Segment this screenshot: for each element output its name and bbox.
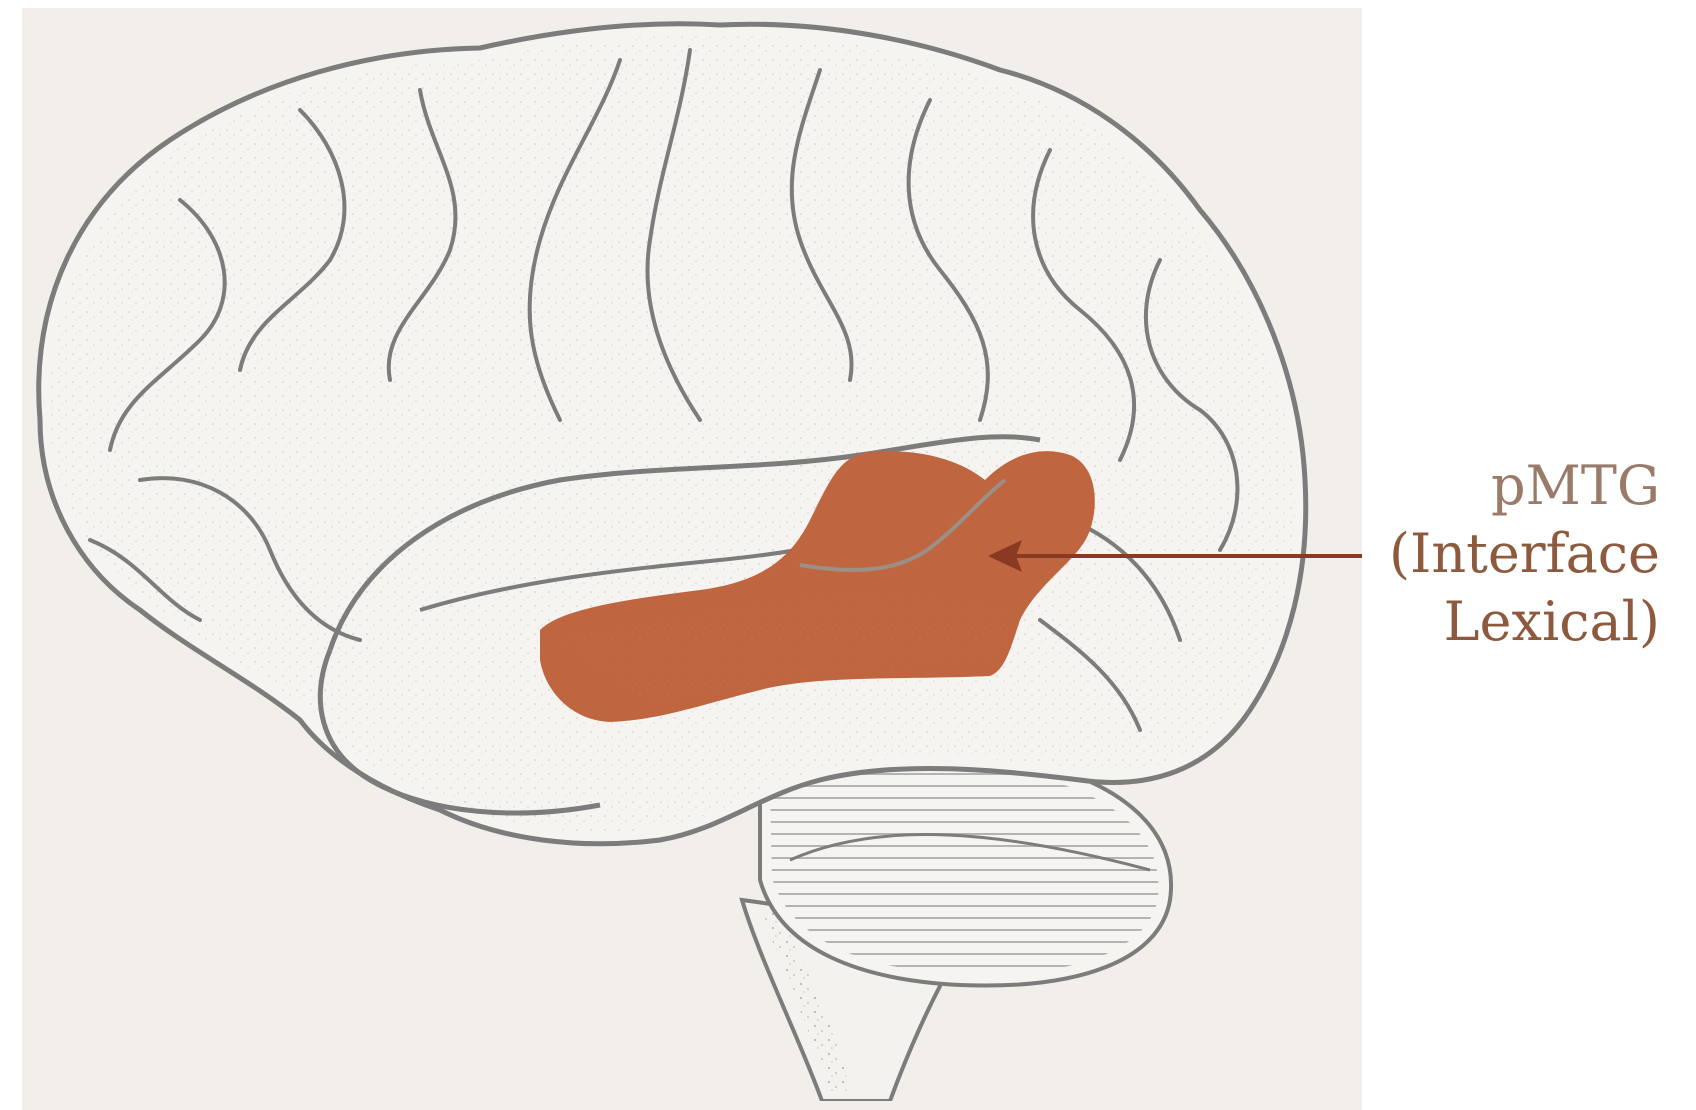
annotation-title: pMTG bbox=[1389, 452, 1660, 520]
annotation-label: pMTG (Interface Lexical) bbox=[1389, 452, 1660, 656]
cerebrum bbox=[39, 24, 1306, 844]
annotation-subtitle: (Interface Lexical) bbox=[1389, 520, 1660, 656]
